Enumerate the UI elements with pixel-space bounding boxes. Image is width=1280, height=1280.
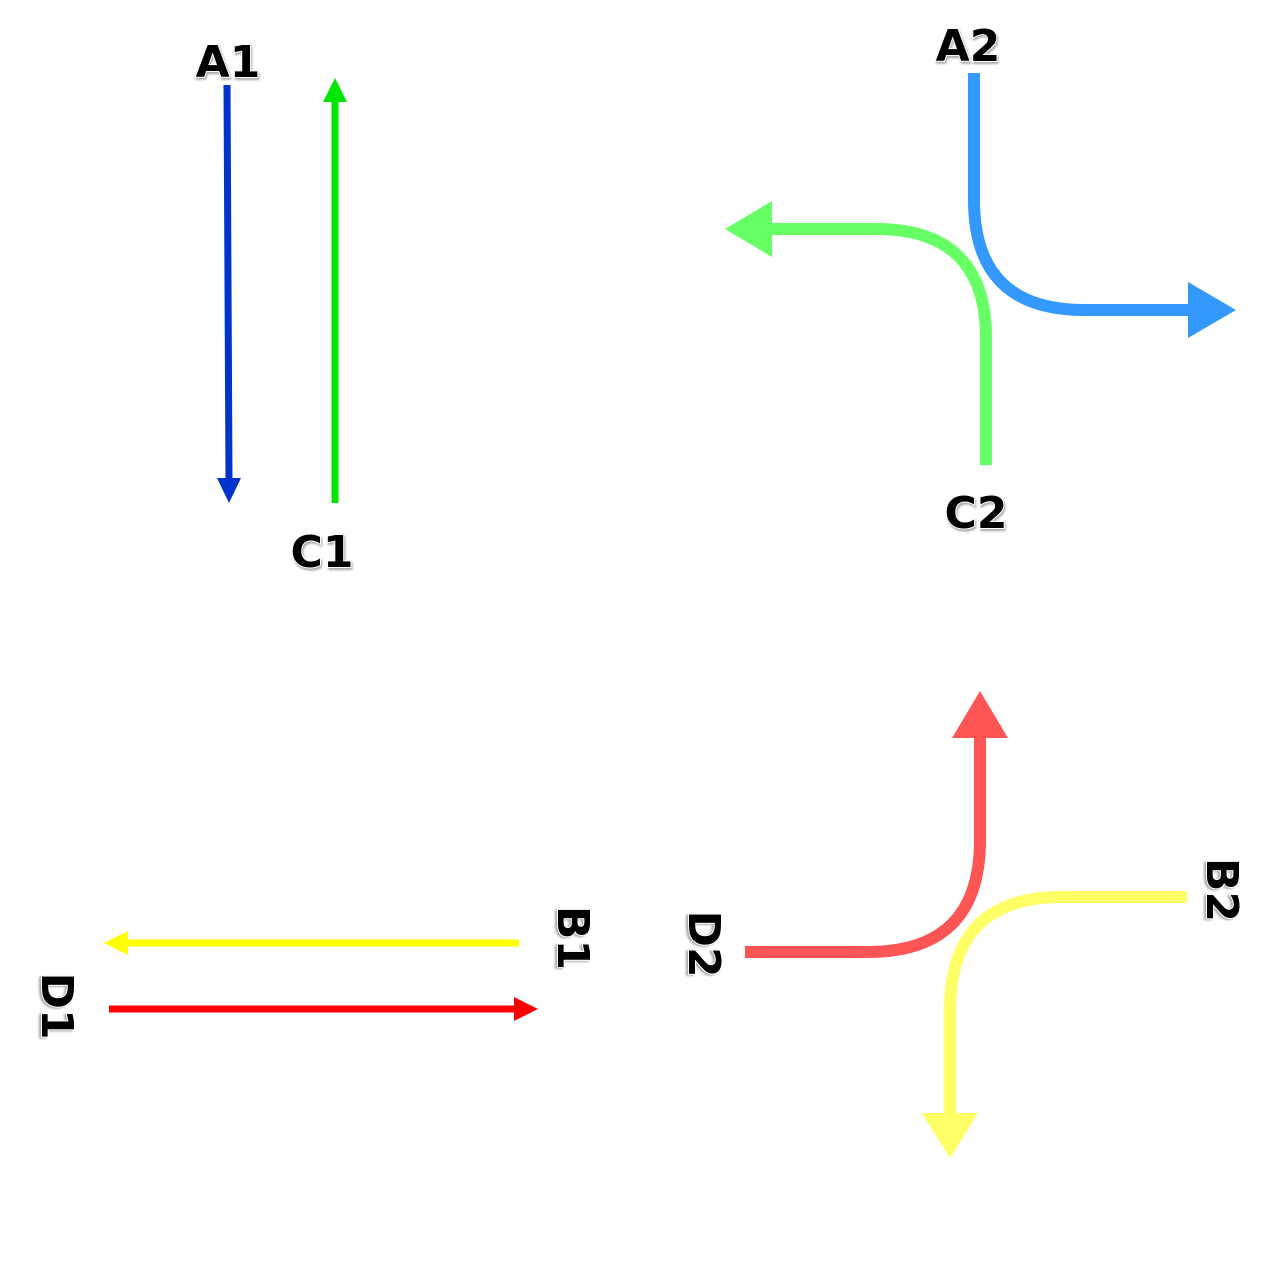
label-a2: A2	[936, 21, 1001, 72]
label-c1: C1	[291, 527, 354, 578]
arrow-a2-shaft	[968, 73, 1195, 316]
panel-straight-vertical: A1 C1	[195, 36, 355, 579]
arrow-a1-shaft	[223, 84, 233, 481]
arrow-a2-head	[1188, 282, 1236, 338]
arrow-b2-head	[922, 1113, 978, 1158]
arrow-b1-head	[104, 931, 128, 955]
arrow-c2-shaft	[768, 223, 992, 465]
label-a1: A1	[196, 37, 261, 88]
arrow-d2-head	[952, 691, 1008, 738]
label-d2: D2	[678, 910, 729, 977]
panel-straight-horizontal: B1 D1	[30, 905, 599, 1041]
label-b1: B1	[547, 906, 598, 970]
arrow-a1-head	[217, 478, 241, 503]
arrow-c1-head	[323, 78, 347, 102]
arrow-d1-head	[514, 997, 538, 1021]
label-d1: D1	[31, 972, 82, 1039]
panel-curved-bottom: D2 B2	[677, 691, 1248, 1158]
arrow-c2-head	[725, 201, 772, 257]
arrow-d2-shaft	[745, 733, 986, 958]
label-b2: B2	[1196, 858, 1247, 922]
panel-curved-top: A2 C2	[725, 20, 1236, 540]
label-c2: C2	[945, 488, 1008, 539]
arrow-b2-shaft	[944, 891, 1187, 1118]
